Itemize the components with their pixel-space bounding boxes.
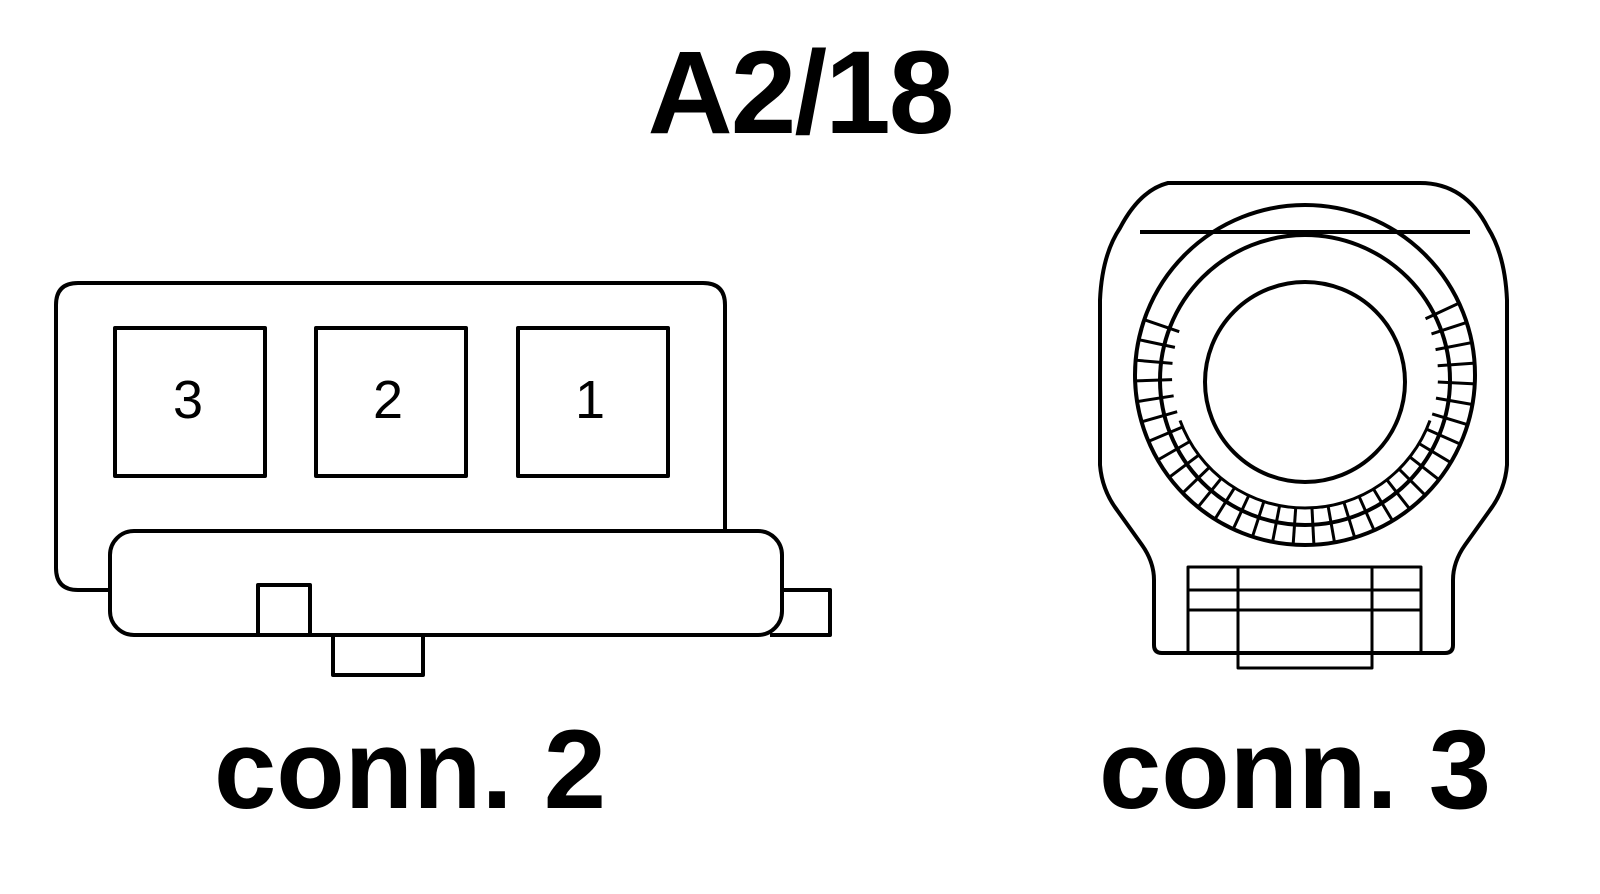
knurl-tick xyxy=(1425,427,1461,446)
pin-cavity-2 xyxy=(314,326,468,478)
connector-2-tab xyxy=(256,583,312,635)
knurl-tick xyxy=(1424,301,1460,321)
knurl-tick xyxy=(1143,318,1180,334)
knurl-tick xyxy=(1168,453,1200,479)
knurl-tick xyxy=(1437,361,1475,368)
pin-cavity-1 xyxy=(516,326,670,478)
pin-cavity-3 xyxy=(113,326,267,478)
connector-3-outer-ring xyxy=(1133,203,1477,547)
knurl-tick xyxy=(1408,455,1440,481)
pin-number-2: 2 xyxy=(373,370,403,430)
pin-number-3: 3 xyxy=(173,370,203,430)
connector-2-lock-bar xyxy=(108,529,784,637)
connector-3-knurl xyxy=(1135,301,1475,545)
knurl-tick xyxy=(1138,338,1176,349)
knurl-tick xyxy=(1385,478,1411,510)
diagram-title: A2/18 xyxy=(647,27,955,159)
knurl-tick xyxy=(1437,380,1475,386)
connector-2-key xyxy=(331,635,425,677)
knurl-tick xyxy=(1135,358,1173,365)
connector-3-latch xyxy=(1186,565,1423,670)
connector-2-housing xyxy=(54,281,727,592)
connector-3-label: conn. 3 xyxy=(1098,707,1492,832)
connector-2-right-tab xyxy=(770,588,832,637)
knurl-tick xyxy=(1196,477,1223,509)
knurl-tick xyxy=(1372,488,1394,522)
knurl-tick xyxy=(1431,321,1468,336)
knurl-tick xyxy=(1435,396,1473,406)
knurl-tick xyxy=(1418,442,1452,464)
connector-2-label: conn. 2 xyxy=(213,707,607,832)
connector-3-drawing xyxy=(1098,181,1509,670)
pin-number-1: 1 xyxy=(575,370,605,430)
knurl-tick xyxy=(1141,410,1178,424)
knurl-tick xyxy=(1431,412,1469,427)
knurl-tick xyxy=(1136,394,1174,404)
connector-3-socket xyxy=(1203,280,1407,484)
knurl-tick xyxy=(1213,486,1236,520)
knurl-tick xyxy=(1147,425,1184,443)
connector-2-drawing: 3 2 1 xyxy=(54,281,832,677)
knurl-tick xyxy=(1397,467,1427,497)
knurl-tick xyxy=(1157,440,1191,462)
connector-3-ring-inner xyxy=(1158,233,1452,527)
knurl-tick xyxy=(1181,466,1211,495)
connector-3-knurl-band xyxy=(1178,419,1432,510)
knurl-tick xyxy=(1435,341,1473,352)
knurl-tick xyxy=(1135,378,1173,383)
connector-3-housing xyxy=(1098,181,1509,655)
